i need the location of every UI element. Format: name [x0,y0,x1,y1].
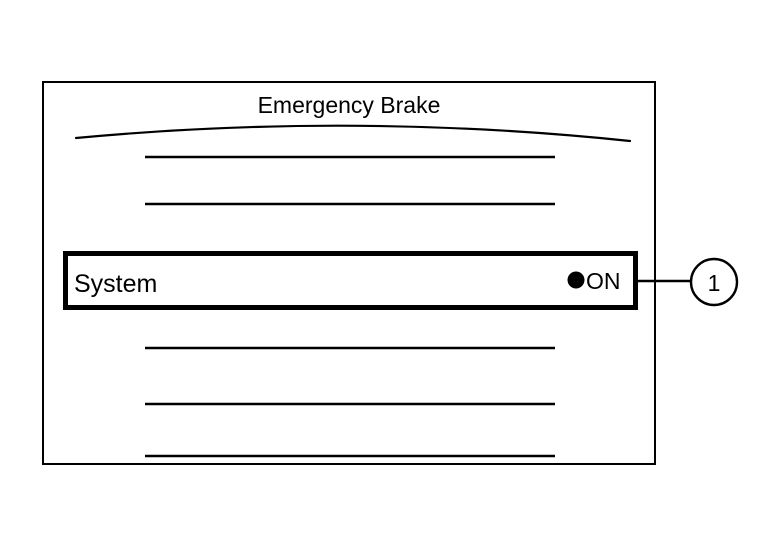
system-row-state: ON [586,268,621,294]
status-bullet-icon [567,271,585,289]
system-row-label: System [74,270,157,298]
system-row-highlight-box[interactable] [63,251,638,310]
callout-number: 1 [708,270,721,296]
callout-circle [689,257,739,307]
panel-title: Emergency Brake [258,92,441,118]
curved-separator-line [74,124,632,143]
